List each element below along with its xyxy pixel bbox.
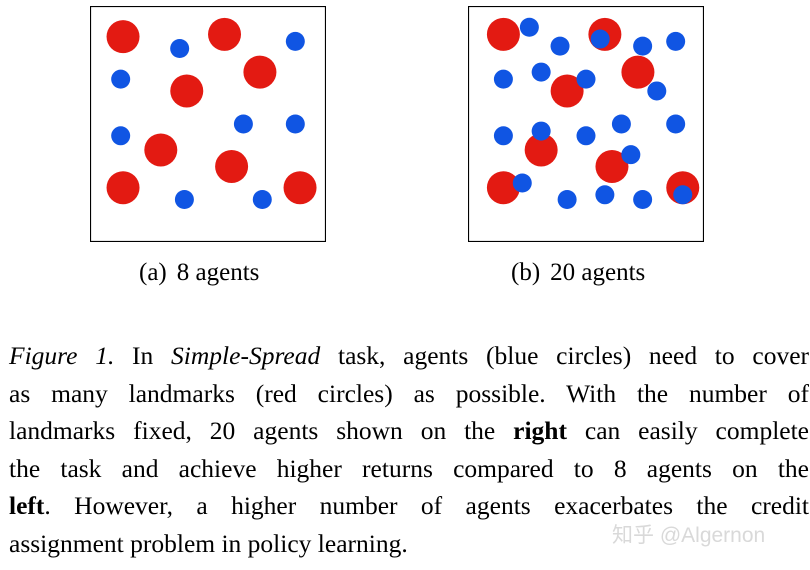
agent-circle: [111, 126, 131, 146]
caption-text: landmarks fixed, 20 agents shown on the: [9, 416, 514, 445]
subcaption-a-tag: (a): [139, 259, 167, 286]
landmark-circle: [524, 133, 558, 167]
agent-circle: [595, 185, 615, 205]
caption-text: can easily complete: [566, 416, 809, 445]
task-name: Simple-Spread: [171, 341, 321, 370]
agent-circle: [174, 190, 194, 210]
agent-circle: [531, 121, 551, 141]
subcaption-b-label: 20 agents: [550, 259, 646, 286]
panel-20-agents: [468, 6, 704, 242]
landmark-circle: [283, 171, 317, 205]
agent-circle: [673, 185, 693, 205]
landmark-circle: [215, 149, 249, 183]
agent-circle: [233, 114, 253, 134]
agent-circle: [633, 190, 653, 210]
agent-circle: [285, 31, 305, 51]
agent-circle: [531, 62, 551, 82]
agent-circle: [590, 29, 610, 49]
subcaption-b: (b) 20 agents: [511, 259, 645, 287]
agent-circle: [666, 114, 686, 134]
emphasis-right: right: [513, 416, 567, 445]
agent-circle: [621, 145, 641, 165]
agent-circle: [519, 17, 539, 37]
agent-circle: [576, 126, 596, 146]
watermark: 知乎 @Algernon: [612, 524, 766, 547]
landmark-circle: [243, 55, 277, 89]
landmark-circle: [106, 20, 140, 54]
figure-caption: Figure 1. In Simple-Spread task, agents …: [9, 337, 809, 562]
emphasis-left: left: [9, 491, 45, 520]
agent-circle: [111, 69, 131, 89]
caption-line-6: assignment problem in policy learning.: [9, 528, 408, 558]
caption-text: task, agents (blue circles) need to cove…: [320, 341, 809, 370]
landmark-circle: [621, 55, 655, 89]
subcaption-a-label: 8 agents: [176, 259, 260, 286]
agent-circle: [611, 114, 631, 134]
agent-circle: [512, 173, 532, 193]
agent-circle: [666, 31, 686, 51]
landmark-circle: [208, 17, 242, 51]
agent-circle: [493, 126, 513, 146]
subcaption-b-tag: (b): [511, 259, 541, 286]
agent-circle: [576, 69, 596, 89]
landmark-circle: [106, 171, 140, 205]
agent-circle: [170, 38, 190, 58]
caption-text: . However, a higher number of agents exa…: [44, 491, 809, 520]
panel-8-agents: [90, 6, 326, 242]
landmark-circle: [486, 171, 520, 205]
agent-circle: [252, 190, 272, 210]
landmark-circle: [486, 17, 520, 51]
panel-20-agents-plot: [468, 6, 704, 242]
caption-text: In: [114, 341, 172, 370]
agent-circle: [550, 36, 570, 56]
agent-circle: [285, 114, 305, 134]
caption-line-5: left. However, a higher number of agents…: [9, 487, 809, 525]
landmark-circle: [550, 74, 584, 108]
landmark-circle: [144, 133, 178, 167]
agent-circle: [557, 190, 577, 210]
landmark-circle: [595, 149, 629, 183]
caption-line-1: Figure 1. In Simple-Spread task, agents …: [9, 337, 809, 375]
landmark-circle: [170, 74, 204, 108]
caption-line-3: landmarks fixed, 20 agents shown on the …: [9, 412, 809, 450]
caption-line-4: the task and achieve higher returns comp…: [9, 453, 809, 483]
agent-circle: [633, 36, 653, 56]
caption-line-2: as many landmarks (red circles) as possi…: [9, 378, 809, 408]
panel-8-agents-plot: [90, 6, 326, 242]
figure-label: Figure 1.: [9, 341, 115, 370]
agent-circle: [493, 69, 513, 89]
agent-circle: [647, 81, 667, 101]
subcaption-a: (a) 8 agents: [139, 259, 259, 287]
